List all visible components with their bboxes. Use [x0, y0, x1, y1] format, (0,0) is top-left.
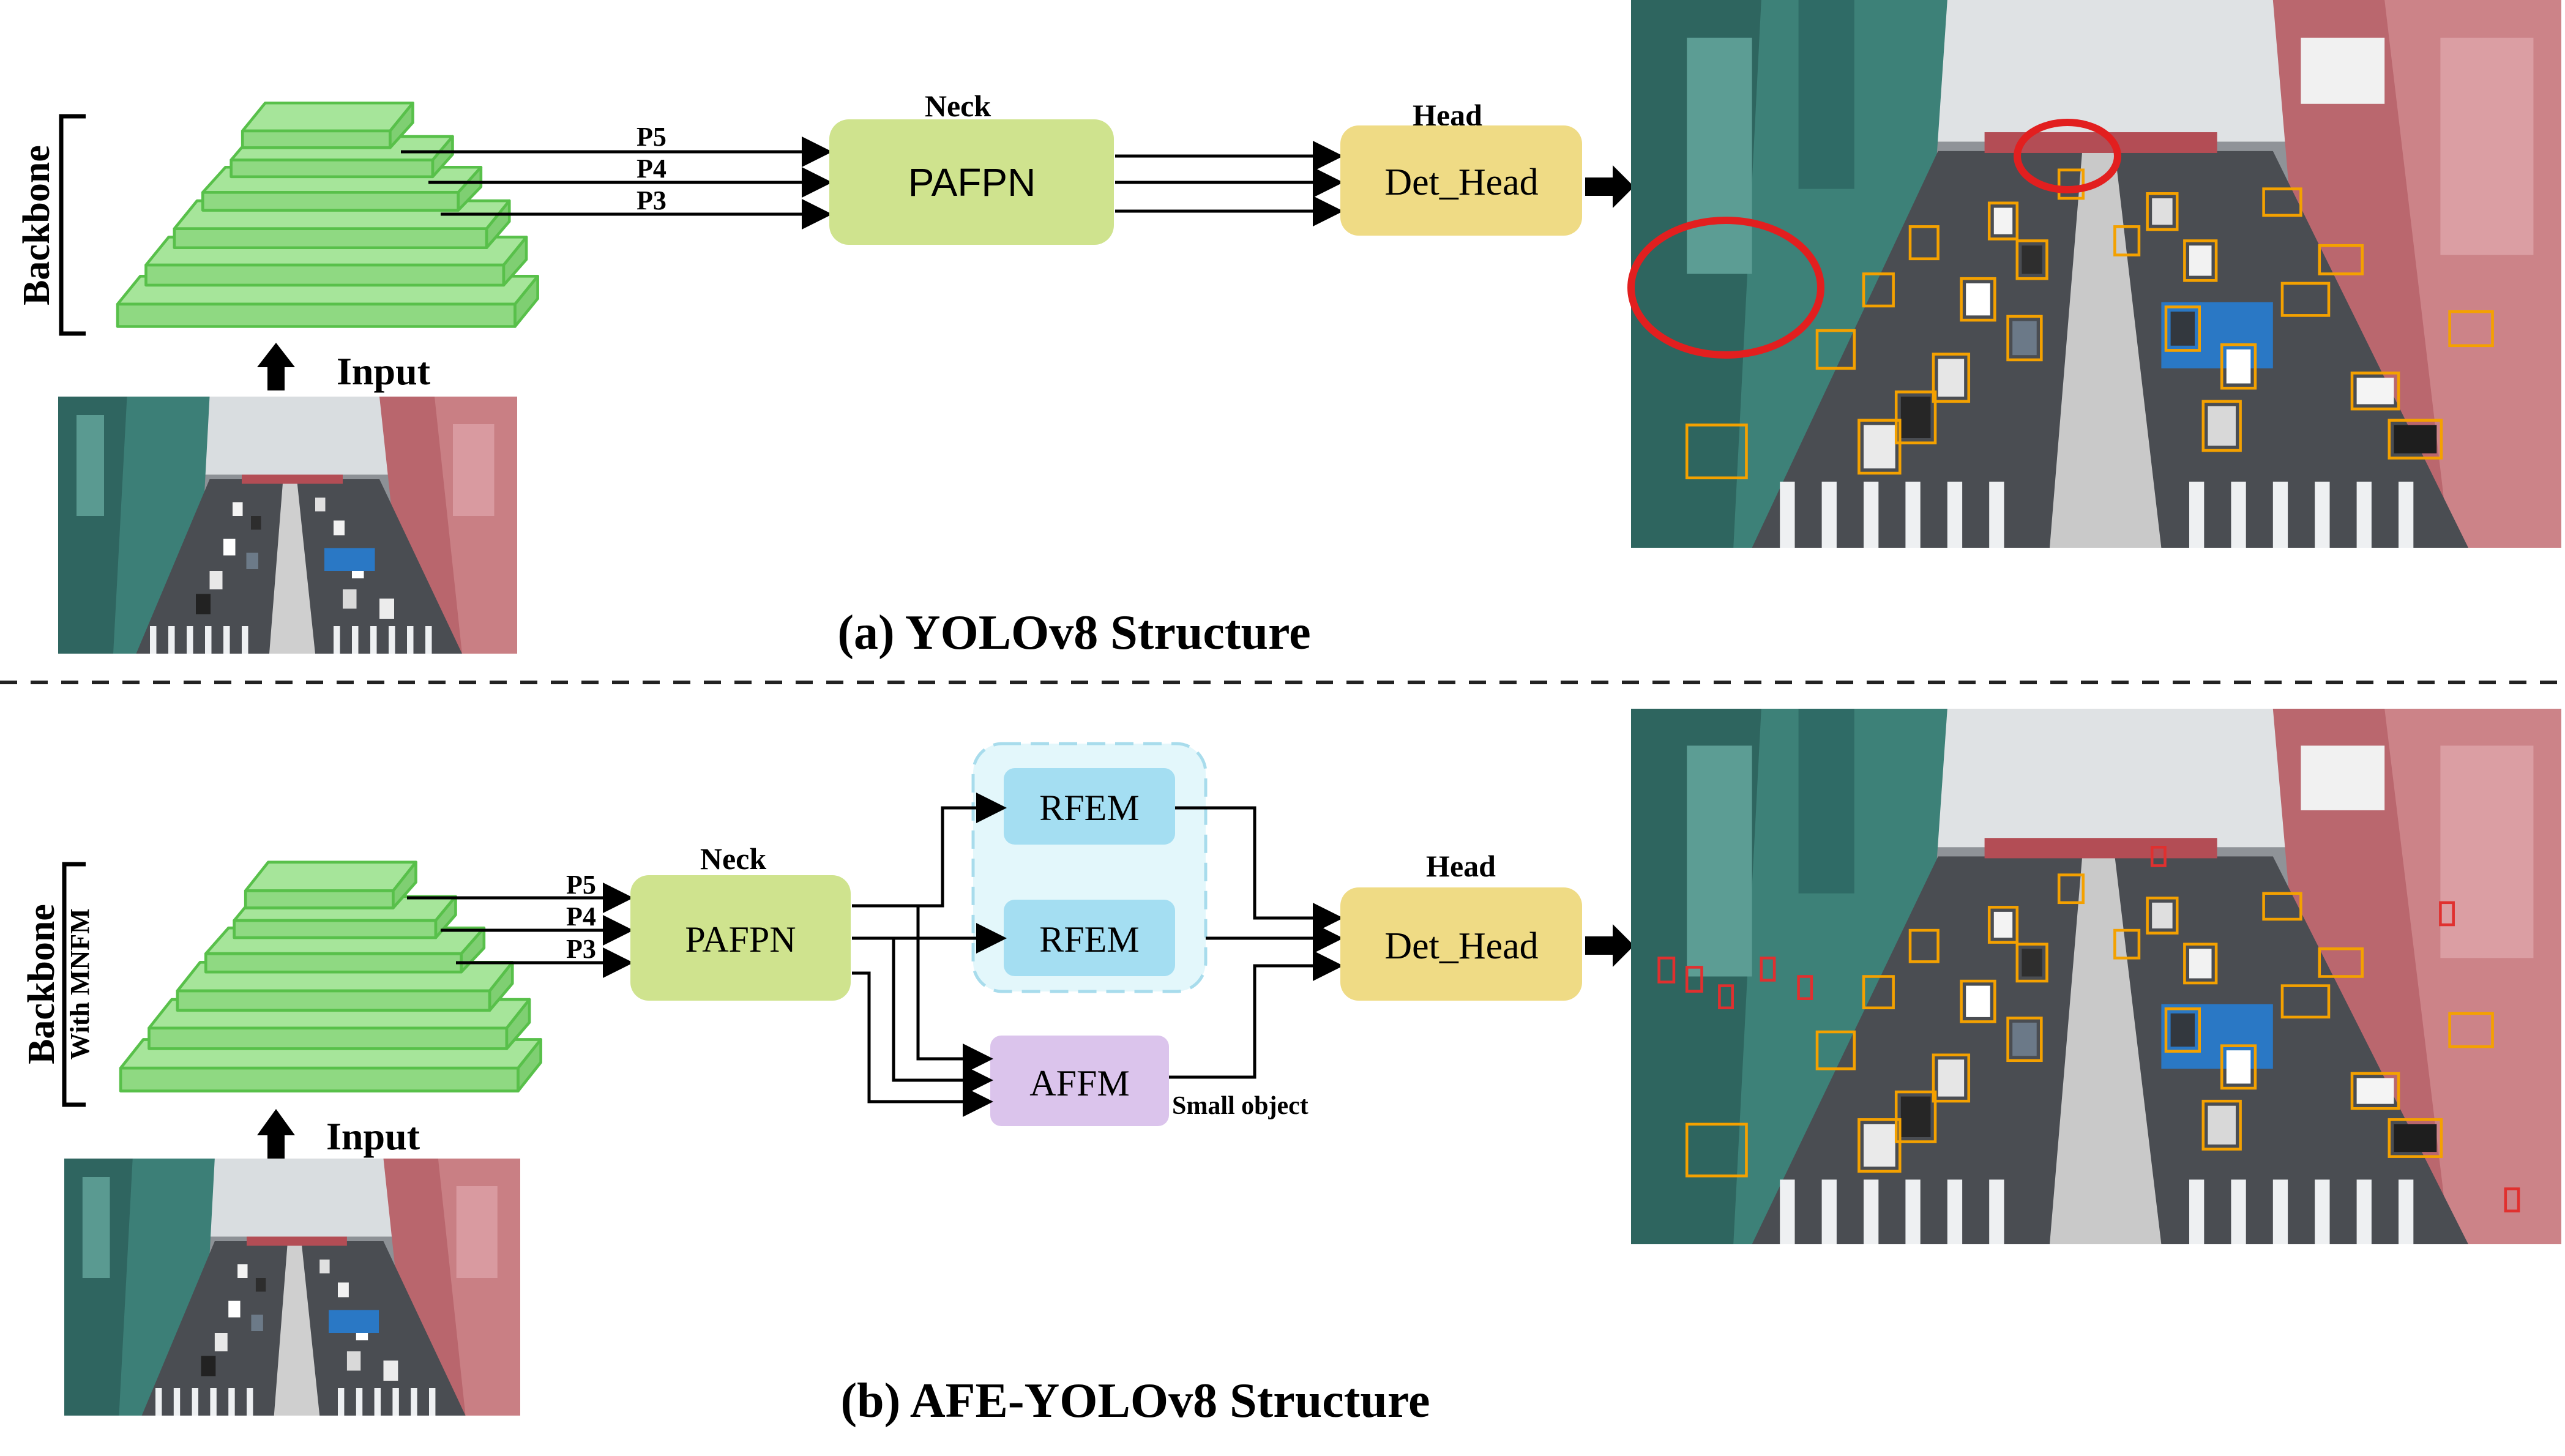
feature-arrows-a [401, 136, 832, 230]
rfem-box-bottom [1004, 900, 1175, 976]
missed-detection-circle-top-icon [2014, 119, 2121, 193]
output-image-b [1631, 709, 2561, 1244]
p5-label-b: P5 [566, 870, 596, 900]
p5-label-a: P5 [637, 122, 666, 152]
pafpn-box-a [829, 119, 1114, 245]
diagram-a: Backbone Input P5 P4 P3 Neck PAFPN [16, 0, 2561, 660]
p3-label-b: P3 [566, 934, 596, 964]
pafpn-label-b: PAFPN [685, 919, 796, 960]
affm-label: AFFM [1029, 1063, 1129, 1103]
small-object-label: Small object [1172, 1092, 1309, 1120]
backbone-bracket-b [62, 862, 86, 1107]
rfem-box-top [1004, 768, 1175, 845]
det-head-box-b [1340, 887, 1582, 1001]
input-arrow-up-icon-b [257, 1109, 295, 1160]
det-head-box-a [1340, 125, 1582, 236]
output-arrow-right-icon-a [1585, 165, 1634, 208]
output-image-a [1627, 0, 2561, 548]
neck-title-a: Neck [925, 89, 991, 123]
branch-to-head-connectors [1169, 806, 1343, 1079]
backbone-sublabel-b: With MNFM [65, 908, 95, 1059]
input-image-a [58, 397, 517, 654]
backbone-label-a: Backbone [16, 145, 58, 305]
missed-detection-circle-left-icon [1627, 217, 1824, 359]
backbone-label-b: Backbone [21, 904, 62, 1064]
det-head-label-b: Det_Head [1384, 925, 1538, 967]
output-arrow-right-icon-b [1585, 924, 1634, 967]
diagram-b: Backbone With MNFM Input P5 P4 P3 Neck P… [21, 709, 2561, 1428]
neck-to-head-arrows-a [1115, 141, 1343, 226]
rfem-label-top: RFEM [1039, 788, 1139, 828]
feature-arrows-b [407, 883, 633, 978]
pafpn-label-a: PAFPN [908, 160, 1036, 204]
backbone-bracket-a [59, 114, 86, 336]
input-label-b: Input [326, 1114, 420, 1158]
neck-branch-connectors [852, 793, 1007, 1117]
p4-label-a: P4 [637, 154, 666, 184]
input-image-b [64, 1159, 520, 1416]
input-label-a: Input [337, 349, 431, 393]
caption-b: (b) AFE-YOLOv8 Structure [841, 1374, 1430, 1428]
caption-a: (a) YOLOv8 Structure [837, 606, 1310, 660]
pafpn-box-b [630, 875, 851, 1001]
det-head-label-a: Det_Head [1384, 162, 1538, 203]
p4-label-b: P4 [566, 902, 596, 931]
head-title-b: Head [1426, 849, 1496, 883]
p3-label-a: P3 [637, 185, 666, 215]
rfem-label-bottom: RFEM [1039, 919, 1139, 960]
affm-box [990, 1036, 1169, 1126]
input-arrow-up-icon-a [257, 343, 295, 390]
neck-title-b: Neck [700, 842, 766, 876]
